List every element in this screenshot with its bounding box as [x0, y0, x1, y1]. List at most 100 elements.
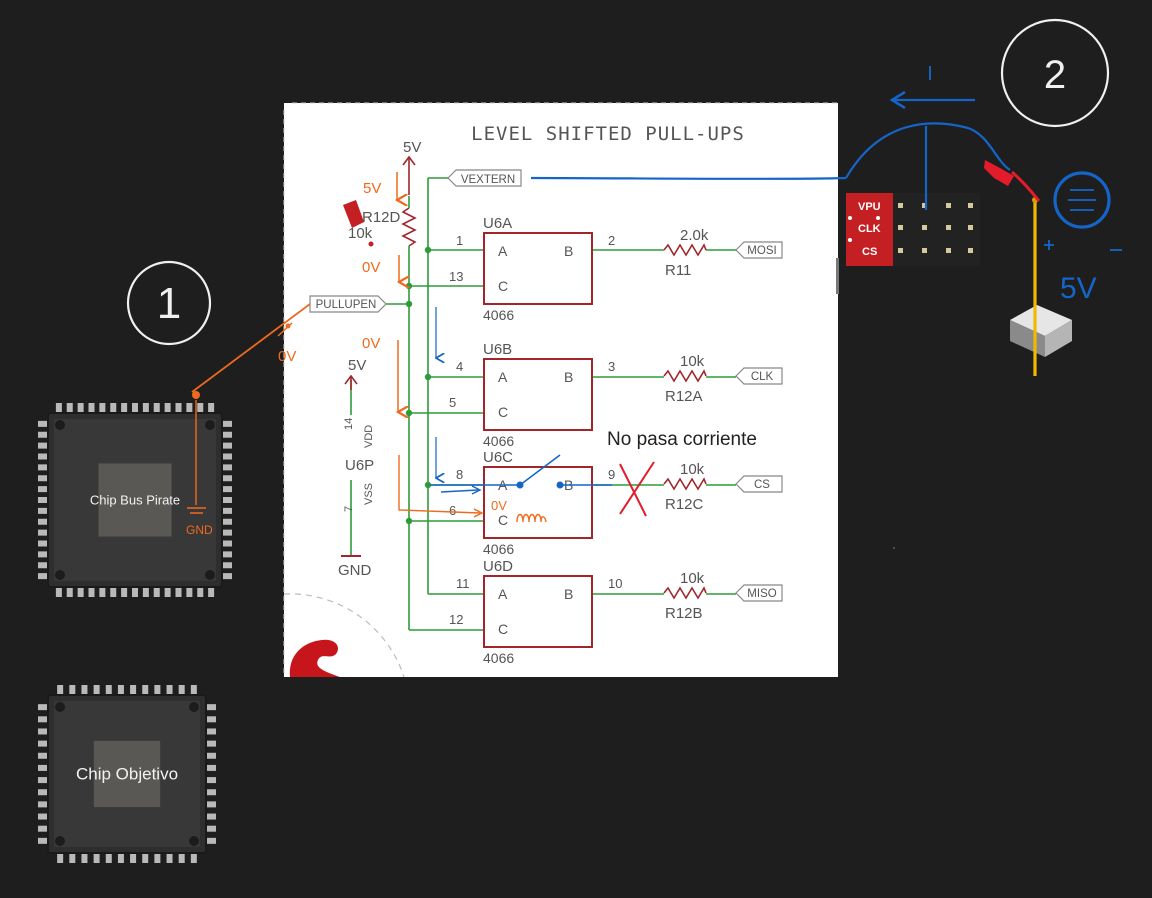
schematic-panel: LEVEL SHIFTED PULL-UPS 5V R12D 10k	[283, 102, 838, 678]
pin-c: 12	[449, 612, 463, 627]
orange-0v-a: 0V	[362, 259, 380, 276]
resistor-ref: R12B	[665, 605, 703, 622]
probe-red-icon	[984, 160, 1041, 203]
switch-ref: U6B	[483, 341, 512, 358]
resistor-r12c	[663, 477, 707, 491]
r12d-value: 10k	[348, 225, 373, 242]
orange-0v-d: 0V	[491, 498, 507, 513]
orange-0v-c: 0V	[362, 335, 380, 352]
svg-text:CS: CS	[754, 479, 770, 491]
blue-annotations	[430, 90, 1122, 495]
switch-label-a: A	[498, 586, 508, 602]
no-current-note: No pasa corriente	[607, 429, 757, 450]
schematic-title: LEVEL SHIFTED PULL-UPS	[471, 123, 745, 145]
pin-a: 11	[456, 576, 470, 591]
chip-label: Chip Bus Pirate	[90, 492, 180, 507]
svg-text:MOSI: MOSI	[747, 245, 776, 257]
logo-flame-icon	[289, 639, 340, 677]
board-pin-cs: CS	[862, 246, 877, 258]
pin-c: 13	[449, 269, 463, 284]
switch-part: 4066	[483, 433, 514, 449]
net-clk: CLK	[735, 367, 783, 385]
switch-label-c: C	[498, 278, 508, 294]
switch-part: 4066	[483, 650, 514, 666]
pin-a: 1	[456, 233, 463, 248]
svg-text:2: 2	[1044, 53, 1066, 97]
resistor-r12d	[401, 207, 417, 247]
pin-a: 4	[456, 359, 463, 374]
resistor-value: 2.0k	[680, 227, 709, 244]
vss-pin-number: 7	[343, 506, 355, 512]
board-pin-vpu: VPU	[858, 201, 881, 213]
r12d-ref: R12D	[362, 209, 401, 226]
resistor-value: 10k	[680, 353, 705, 370]
switch-body	[483, 232, 593, 305]
orange-annotations	[187, 172, 547, 523]
pin-c: 6	[449, 503, 456, 518]
net-mosi: MOSI	[735, 241, 783, 259]
pin-b: 10	[608, 576, 622, 591]
net-vextern: VEXTERN	[447, 169, 522, 187]
chip-bus-pirate[interactable]: Chip Bus Pirate	[38, 403, 232, 597]
switch-label-c: C	[498, 512, 508, 528]
orange-0v-b: 0V	[278, 348, 296, 365]
resistor-r12b	[663, 586, 707, 600]
svg-text:CLK: CLK	[751, 371, 774, 383]
resistor-value: 10k	[680, 570, 705, 587]
resistor-ref: R12C	[665, 496, 704, 513]
gnd-label: GND	[338, 562, 372, 579]
board-pin-clk: CLK	[858, 223, 881, 235]
resistor-r12a	[663, 369, 707, 383]
warning-marker-icon	[343, 200, 374, 247]
pin-b: 2	[608, 233, 615, 248]
switch-ref: U6D	[483, 558, 513, 575]
switch-part: 4066	[483, 307, 514, 323]
net-cs: CS	[735, 475, 783, 493]
switch-label-c: C	[498, 621, 508, 637]
vdd-label: VDD	[363, 425, 375, 448]
chip-label: Chip Objetivo	[76, 765, 178, 784]
pin-c: 5	[449, 395, 456, 410]
net-pullupen: PULLUPEN	[309, 295, 387, 313]
switch-label-a: A	[498, 369, 508, 385]
vss-label: VSS	[363, 483, 375, 505]
board-photo: VPU CLK CS	[836, 193, 980, 294]
pin-b: 3	[608, 359, 615, 374]
orange-gnd-label: GND	[186, 523, 213, 537]
switch-body	[483, 575, 593, 648]
switch-ref: U6A	[483, 215, 512, 232]
current-label: I	[927, 63, 933, 85]
callout-2: 2	[1000, 18, 1110, 128]
switch-ref: U6C	[483, 449, 513, 466]
battery-cube-icon	[1010, 305, 1072, 357]
pin-b: 9	[608, 467, 615, 482]
switch-label-a: A	[498, 243, 508, 259]
supply-5v-top: 5V	[403, 139, 421, 156]
svg-text:PULLUPEN: PULLUPEN	[316, 299, 377, 311]
switch-label-b: B	[564, 586, 573, 602]
vdd-pin-number: 14	[343, 418, 355, 430]
pin-a: 8	[456, 467, 463, 482]
net-miso: MISO	[735, 584, 783, 602]
orange-5v-label: 5V	[363, 180, 381, 197]
switch-label-b: B	[564, 369, 573, 385]
chip-target[interactable]: Chip Objetivo	[38, 685, 216, 863]
switch-label-c: C	[498, 404, 508, 420]
switch-part: 4066	[483, 541, 514, 557]
resistor-ref: R11	[665, 262, 691, 279]
svg-text:VEXTERN: VEXTERN	[461, 174, 515, 186]
resistor-ref: R12A	[665, 388, 703, 405]
blue-5v-label: 5V	[1060, 272, 1097, 305]
blocked-x-icon	[619, 461, 655, 517]
resistor-r11	[663, 243, 707, 257]
svg-text:1: 1	[157, 279, 181, 328]
supply-5v-mid: 5V	[348, 357, 366, 374]
switch-label-b: B	[564, 243, 573, 259]
callout-1: 1	[126, 260, 212, 346]
switch-body	[483, 358, 593, 431]
